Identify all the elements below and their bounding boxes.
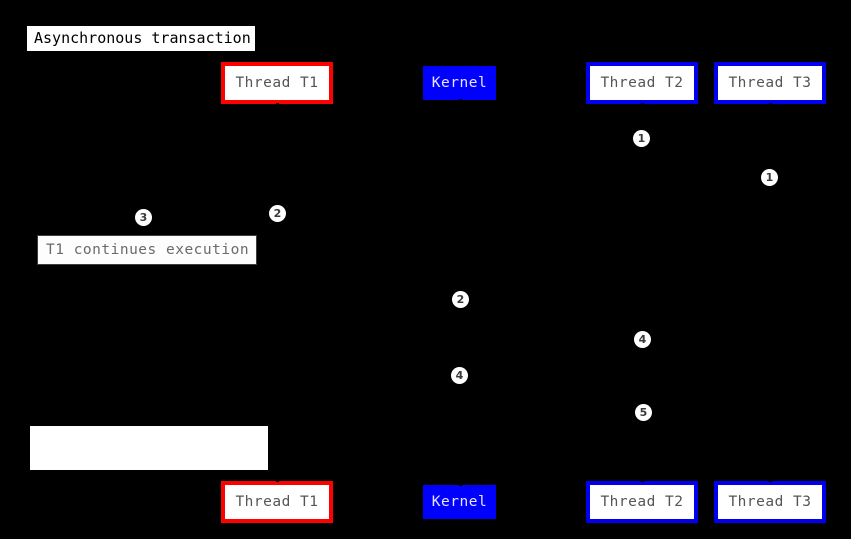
participant-box-kernel[interactable]: Kernel [423,66,496,100]
participant-box-thread-t2[interactable]: Thread T2 [586,481,698,523]
step-bullet-2: 2 [269,205,286,222]
participant-box-thread-t3[interactable]: Thread T3 [714,481,826,523]
diagram-title: Asynchronous transaction [27,26,255,51]
participant-box-thread-t1[interactable]: Thread T1 [221,62,333,104]
lifeline-anchor [641,478,644,482]
step-bullet-1: 1 [633,130,650,147]
note-box: T1 continues execution [37,235,257,265]
step-bullet-2: 2 [452,291,469,308]
participant-box-thread-t1[interactable]: Thread T1 [221,481,333,523]
lifeline-anchor [769,478,772,482]
lifeline-anchor [769,103,772,107]
step-bullet-3: 3 [135,209,152,226]
lifeline-anchor [641,103,644,107]
participant-box-kernel[interactable]: Kernel [423,485,496,519]
step-bullet-5: 5 [635,404,652,421]
lifeline-anchor [458,482,462,486]
lifeline-anchor [458,99,462,103]
step-bullet-4: 4 [451,367,468,384]
participant-box-thread-t3[interactable]: Thread T3 [714,62,826,104]
step-bullet-1: 1 [761,169,778,186]
lifeline-anchor [276,103,279,107]
empty-note-box [30,426,268,470]
participant-box-thread-t2[interactable]: Thread T2 [586,62,698,104]
lifeline-anchor [276,478,279,482]
step-bullet-4: 4 [634,331,651,348]
